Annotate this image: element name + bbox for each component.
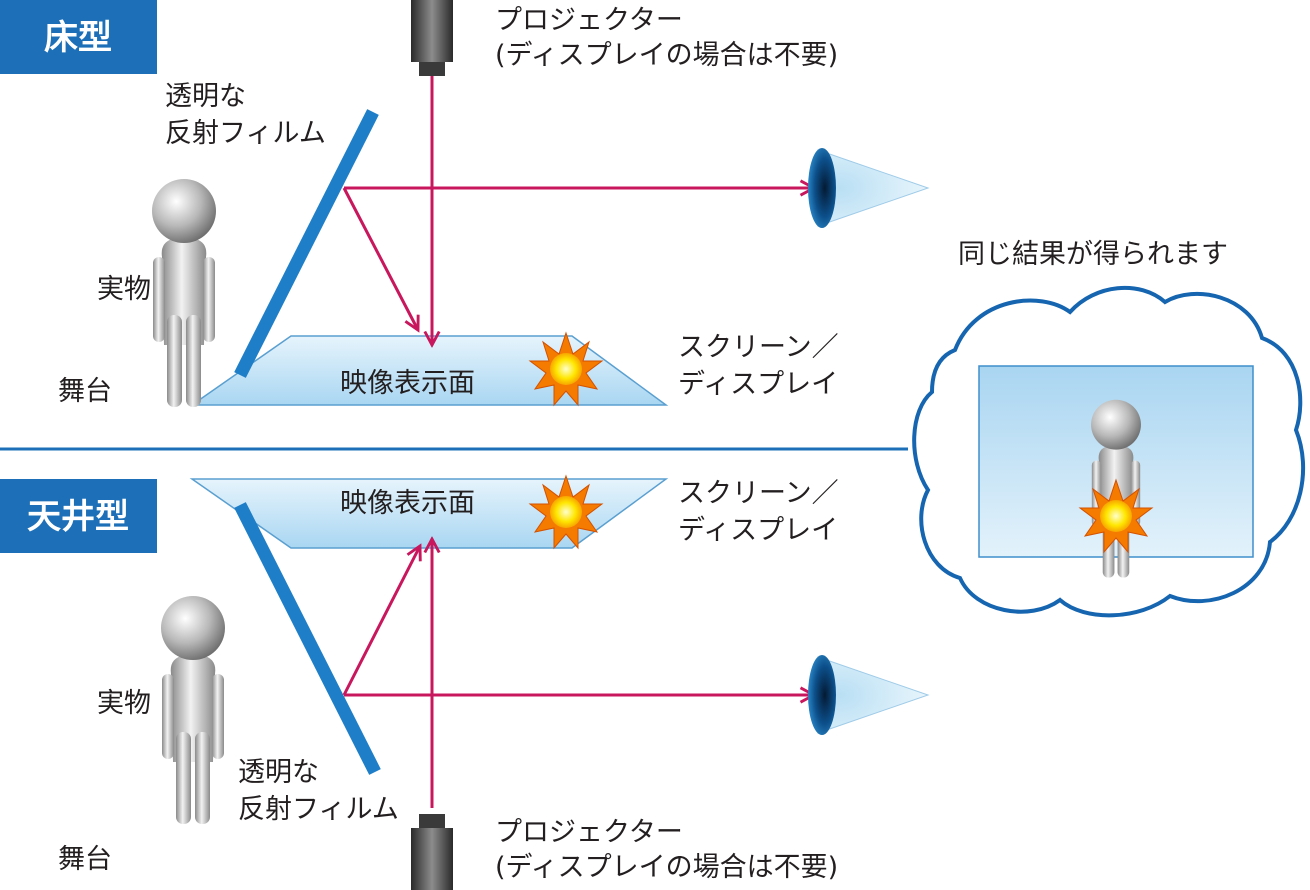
- floor-screen-label-2: ディスプレイ: [678, 369, 838, 400]
- ceiling-stage-label: 舞台: [58, 844, 112, 875]
- floor-projector-label-2: (ディスプレイの場合は不要): [495, 40, 838, 71]
- ceiling-screen-label-1: スクリーン／: [678, 478, 839, 509]
- ceiling-type-section: 天井型 映像表示面 スクリーン／ ディスプレイ 実物 透明な 反射フィルム 舞台…: [0, 475, 929, 890]
- ceiling-screen-label-2: ディスプレイ: [678, 515, 838, 546]
- floor-surface-label: 映像表示面: [340, 368, 475, 399]
- floor-type-section: 床型 プロジェクター (ディスプレイの場合は不要) 透明な 反射フィルム 映像表…: [0, 0, 929, 407]
- ceiling-projector-label-1: プロジェクター: [495, 817, 683, 848]
- floor-reflective-film: [234, 109, 379, 378]
- floor-type-badge: [0, 0, 157, 74]
- floor-real-object: [152, 179, 216, 407]
- floor-stage-label: 舞台: [58, 376, 112, 407]
- ceiling-real-object: [161, 596, 225, 824]
- floor-projector: [411, 0, 453, 76]
- floor-object-label: 実物: [97, 274, 151, 305]
- floor-film-label-2: 反射フィルム: [165, 118, 326, 149]
- ceiling-film-label-1: 透明な: [238, 757, 319, 788]
- floor-film-label-1: 透明な: [165, 81, 246, 112]
- floor-viewer-eye: [807, 147, 929, 229]
- ceiling-object-label: 実物: [97, 688, 151, 719]
- ceiling-reflect-up-beam: [342, 546, 420, 696]
- ceiling-viewer-eye: [807, 654, 929, 736]
- ceiling-type-badge-label: 天井型: [27, 497, 129, 537]
- floor-reflect-down-beam: [342, 187, 418, 330]
- floor-type-badge-label: 床型: [44, 18, 112, 58]
- floor-projector-label-1: プロジェクター: [495, 5, 683, 36]
- ceiling-type-badge: [0, 479, 157, 553]
- ceiling-projector: [411, 814, 453, 890]
- ceiling-surface-label: 映像表示面: [340, 488, 475, 519]
- ceiling-projector-label-2: (ディスプレイの場合は不要): [495, 852, 838, 883]
- result-caption: 同じ結果が得られます: [958, 239, 1228, 270]
- ceiling-reflective-film: [234, 502, 381, 775]
- ceiling-film-label-2: 反射フィルム: [238, 794, 399, 825]
- floor-screen-label-1: スクリーン／: [678, 332, 839, 363]
- result-panel: 同じ結果が得られます: [912, 239, 1306, 618]
